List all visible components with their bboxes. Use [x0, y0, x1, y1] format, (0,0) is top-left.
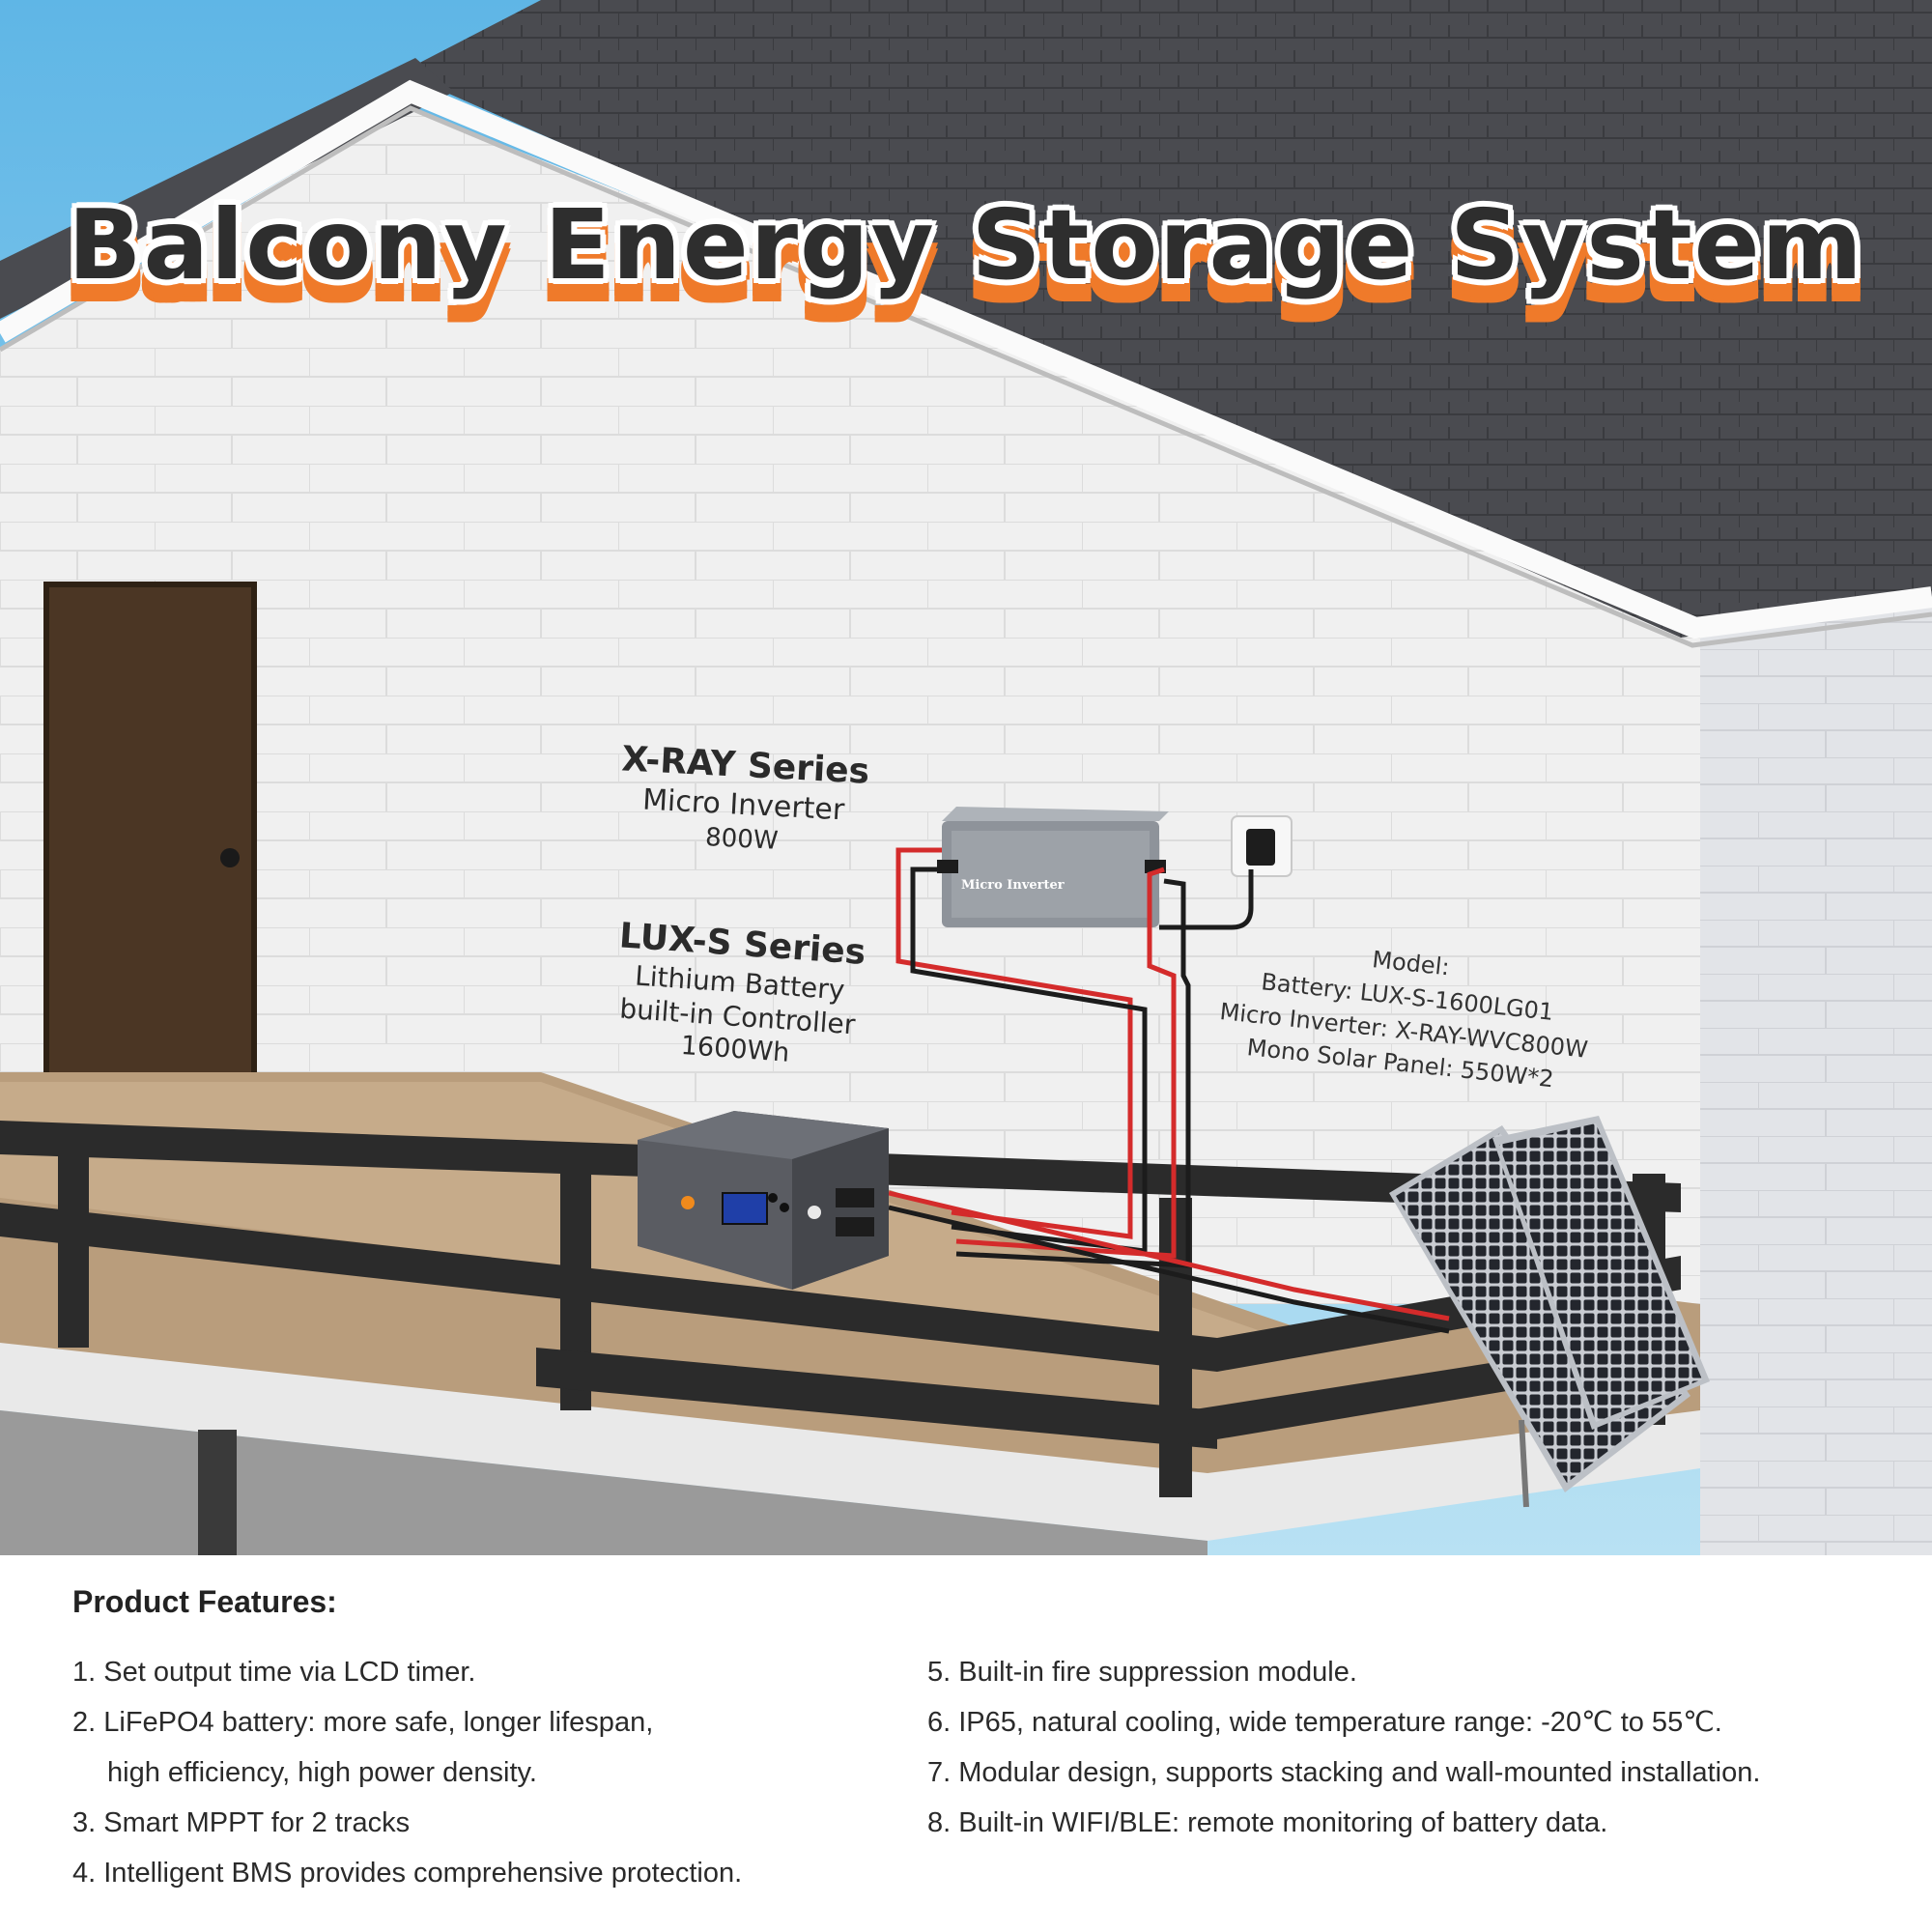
product-features: Product Features: 1. Set output time via…: [0, 1555, 1932, 1932]
door: [46, 584, 254, 1101]
inverter-label: X-RAY Series Micro Inverter 800W: [615, 737, 872, 861]
feature-item: 1. Set output time via LCD timer.: [72, 1657, 476, 1688]
cables: [888, 847, 1450, 1334]
battery-unit: [638, 1111, 889, 1290]
page-title: Balcony Energy Storage System: [0, 188, 1932, 301]
title-text: Balcony Energy Storage System: [68, 188, 1864, 301]
feature-item: 5. Built-in fire suppression module.: [927, 1657, 1357, 1688]
roof-fascia: [0, 79, 1932, 639]
side-wall: [1700, 589, 1932, 1555]
balcony-scene: Micro Inverter: [0, 0, 1932, 1555]
front-wall: [0, 106, 1700, 1304]
balcony-slab: [0, 1343, 1700, 1541]
wall-socket: [1231, 815, 1293, 877]
feature-item: 3. Smart MPPT for 2 tracks: [72, 1807, 411, 1838]
features-list-right: 5. Built-in fire suppression module. 6. …: [927, 1647, 1913, 1848]
feature-item: 4. Intelligent BMS provides comprehensiv…: [72, 1858, 743, 1889]
battery-label: LUX-S Series Lithium Battery built-in Co…: [594, 913, 884, 1076]
feature-item: 2. LiFePO4 battery: more safe, longer li…: [72, 1707, 654, 1788]
micro-inverter: Micro Inverter: [937, 807, 1169, 927]
inverter-face-text: Micro Inverter: [961, 878, 1065, 893]
battery-lcd: [722, 1192, 768, 1225]
feature-item: 8. Built-in WIFI/BLE: remote monitoring …: [927, 1807, 1608, 1838]
solar-panels: [1389, 1116, 1710, 1508]
feature-item: 7. Modular design, supports stacking and…: [927, 1757, 1761, 1788]
roof: [401, 0, 1932, 638]
features-heading: Product Features:: [72, 1584, 337, 1619]
feature-item: 6. IP65, natural cooling, wide temperatu…: [927, 1707, 1722, 1738]
door-knob-icon: [220, 848, 240, 867]
features-list-left: 1. Set output time via LCD timer. 2. LiF…: [72, 1647, 884, 1898]
